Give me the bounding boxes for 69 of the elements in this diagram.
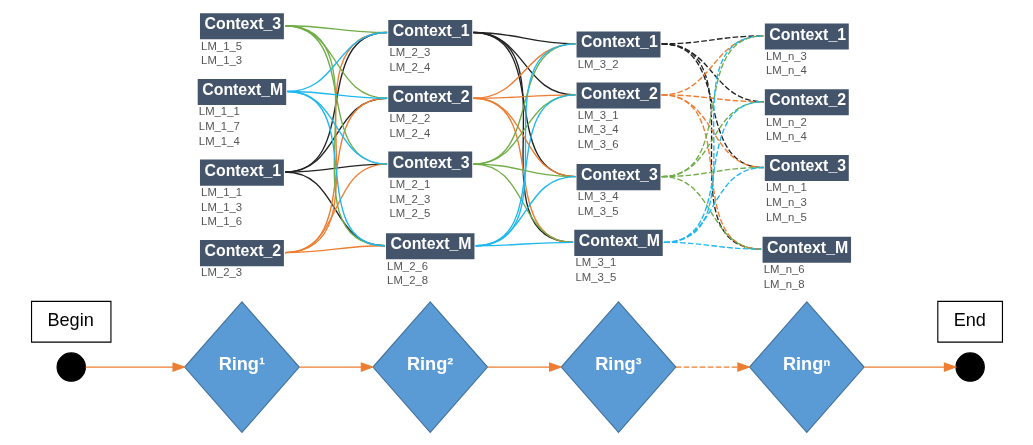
node-label: LM_1_3 (200, 54, 242, 67)
node-label: LM_2_1 (388, 177, 430, 190)
node-label: LM_n_4 (765, 64, 807, 77)
node-box: Context_3 (387, 151, 472, 178)
node-diamond: Ring³ (560, 301, 677, 434)
node-label: LM_1_6 (200, 215, 242, 228)
node-label: LM_1_5 (200, 39, 242, 52)
node-box: Context_M (197, 79, 286, 106)
node-label: LM_3_1 (574, 256, 616, 269)
node-label: LM_2_3 (200, 266, 242, 279)
node-label: LM_1_3 (200, 200, 242, 213)
connector (662, 241, 762, 250)
node-box: Context_2 (387, 85, 472, 112)
node-box: Context_2 (576, 82, 660, 109)
node-circle (56, 352, 86, 382)
node-label: LM_n_3 (765, 49, 807, 62)
node-label: LM_n_4 (765, 130, 807, 143)
connector (660, 175, 762, 250)
arrow (298, 362, 374, 372)
node-box: Context_M (573, 229, 663, 256)
node-diamond: Ring² (371, 301, 488, 434)
node-label: LM_2_4 (388, 61, 430, 74)
node-label: LM_n_5 (765, 210, 807, 223)
node-label: LM_n_6 (763, 262, 805, 275)
node-box: Context_2 (199, 240, 284, 267)
node-box: Context_1 (387, 20, 472, 47)
node-label: LM_n_2 (765, 115, 807, 128)
node-box: Context_M (385, 233, 474, 260)
arrow (84, 362, 186, 372)
node-label: LM_3_1 (577, 108, 619, 121)
node-box: Context_3 (199, 13, 284, 40)
connector (474, 241, 574, 247)
node-box: Begin (30, 300, 111, 343)
node-label: LM_n_3 (765, 196, 807, 209)
node-label: LM_2_6 (386, 259, 428, 272)
node-label: LM_1_1 (198, 105, 240, 118)
node-label: LM_2_2 (388, 112, 430, 125)
node-label: LM_2_4 (388, 126, 430, 139)
node-label: LM_3_5 (574, 270, 616, 283)
node-label: LM_1_4 (198, 134, 240, 147)
node-label: LM_2_3 (388, 46, 430, 59)
node-label: LM_3_5 (577, 205, 619, 218)
node-label: LM_1_1 (200, 185, 242, 198)
arrow (674, 362, 751, 372)
node-box: End (936, 300, 1003, 343)
node-label: LM_2_3 (388, 192, 430, 205)
arrow (863, 362, 957, 372)
arrow (486, 362, 563, 372)
node-label: LM_1_7 (198, 120, 240, 133)
node-label: LM_n_1 (765, 181, 807, 194)
node-label: LM_2_5 (388, 207, 430, 220)
node-label: LM_3_4 (577, 190, 619, 203)
node-box: Context_3 (764, 155, 849, 182)
node-box: Context_1 (576, 31, 660, 58)
node-label: LM_3_2 (577, 57, 619, 70)
node-box: Context_1 (764, 23, 849, 50)
node-box: Context_3 (576, 164, 660, 191)
node-box: Context_2 (764, 89, 849, 116)
node-label: LM_3_6 (577, 138, 619, 151)
node-label: LM_3_4 (577, 123, 619, 136)
connector (474, 175, 576, 247)
node-circle (954, 352, 985, 382)
node-box: Context_1 (199, 159, 284, 186)
node-label: LM_n_8 (763, 277, 805, 290)
node-diamond: Ring¹ (183, 301, 300, 434)
node-diamond: Ringⁿ (748, 301, 865, 434)
node-label: LM_2_8 (386, 274, 428, 287)
node-box: Context_M (762, 236, 851, 263)
connector (472, 163, 574, 244)
